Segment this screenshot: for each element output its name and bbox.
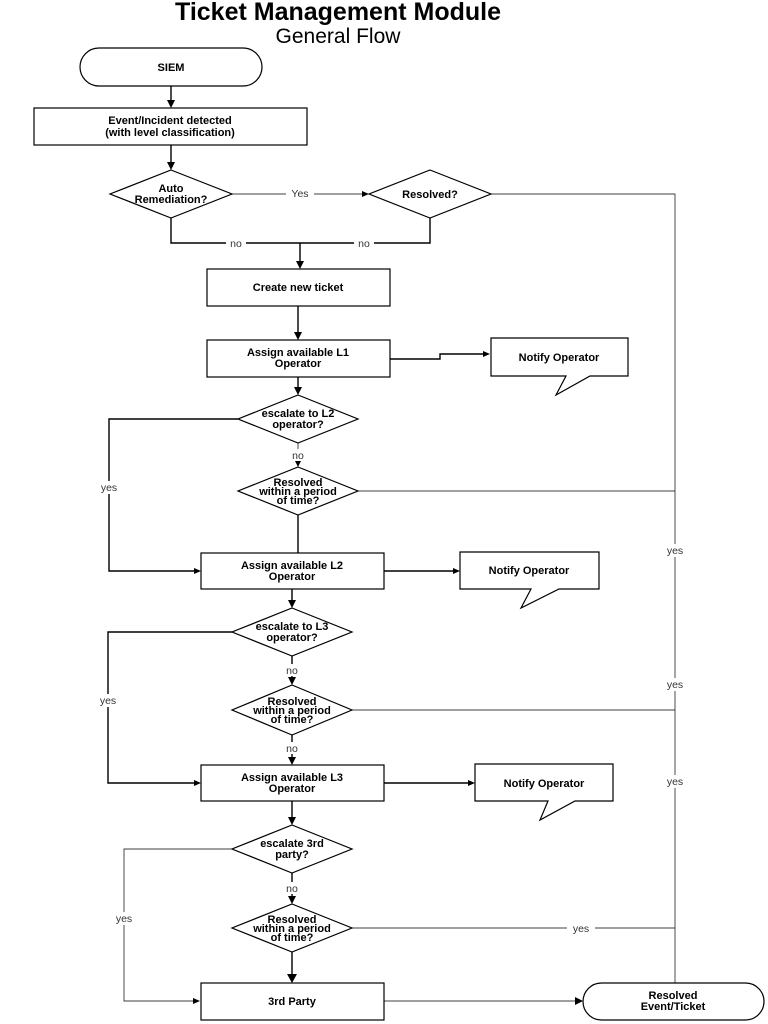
arrowhead bbox=[468, 780, 475, 786]
arrowhead bbox=[483, 351, 490, 357]
decision-escalate-l3: escalate to L3 operator? bbox=[230, 607, 354, 657]
arrowhead bbox=[288, 677, 296, 685]
edge-label-yes: yes bbox=[116, 913, 132, 925]
decision-escalate-3rd-party: escalate 3rd party? bbox=[230, 824, 354, 874]
node-label: Operator bbox=[269, 571, 316, 583]
callout-notify-operator-1: Notify Operator bbox=[490, 337, 629, 397]
node-siem: SIEM bbox=[79, 47, 263, 87]
node-create-ticket: Create new ticket bbox=[206, 268, 391, 307]
edge-label-yes: yes bbox=[101, 482, 117, 494]
arrowhead bbox=[287, 974, 297, 983]
decision-label: party? bbox=[275, 849, 309, 861]
decision-label: of time? bbox=[271, 714, 314, 726]
decision-label: of time? bbox=[271, 932, 314, 944]
edge-label-yes: yes bbox=[667, 776, 683, 788]
node-label: Assign available L2 bbox=[241, 560, 343, 572]
diagram-subtitle: General Flow bbox=[276, 25, 402, 48]
edge-resolved-yes-trunk bbox=[491, 193, 676, 1001]
decision-label: Auto bbox=[158, 183, 183, 195]
decision-escalate-l2: escalate to L2 operator? bbox=[236, 394, 360, 444]
callout-label: Notify Operator bbox=[519, 352, 600, 364]
node-event-label: Event/Incident detected bbox=[108, 115, 231, 127]
node-label: Operator bbox=[275, 358, 322, 370]
arrowhead bbox=[575, 997, 583, 1005]
decision-label: within a period bbox=[252, 923, 331, 935]
decision-label: within a period bbox=[258, 486, 337, 498]
decision-label: escalate to L3 bbox=[256, 621, 329, 633]
decision-resolved-period-1: Resolved within a period of time? bbox=[236, 466, 360, 516]
decision-label: of time? bbox=[277, 495, 320, 507]
arrowhead bbox=[294, 387, 302, 395]
edge-escl2-yes bbox=[108, 418, 238, 572]
decision-resolved-period-2: Resolved within a period of time? bbox=[230, 684, 354, 736]
decision-label: Resolved? bbox=[402, 189, 458, 201]
arrowhead bbox=[288, 757, 296, 765]
arrowhead bbox=[194, 780, 201, 786]
arrowhead bbox=[288, 600, 296, 608]
edge-escl3-yes bbox=[107, 631, 232, 784]
edge-label-yes: yes bbox=[667, 545, 683, 557]
decision-label: Resolved bbox=[268, 696, 317, 708]
arrowhead bbox=[288, 817, 296, 825]
decision-label: Resolved bbox=[274, 477, 323, 489]
edge-resolved-no bbox=[300, 218, 431, 244]
callout-notify-operator-2: Notify Operator bbox=[459, 551, 600, 610]
node-resolved-event-ticket: Resolved Event/Ticket bbox=[582, 982, 765, 1021]
edge-label-no: no bbox=[292, 450, 304, 462]
edge-label-no: no bbox=[286, 883, 298, 895]
edge-label-no: no bbox=[230, 238, 242, 250]
edge-label-yes: yes bbox=[667, 679, 683, 691]
node-event-sublabel: (with level classification) bbox=[105, 127, 235, 139]
decision-resolved: Resolved? bbox=[367, 169, 493, 219]
edge-label-no: no bbox=[286, 665, 298, 677]
terminal-label: Resolved bbox=[649, 990, 698, 1002]
decision-label: escalate 3rd bbox=[260, 838, 324, 850]
node-assign-l2: Assign available L2 Operator bbox=[200, 552, 385, 590]
node-assign-l1: Assign available L1 Operator bbox=[206, 339, 391, 378]
edge-label-yes: yes bbox=[100, 695, 116, 707]
edge-label-yes: yes bbox=[573, 923, 589, 935]
decision-auto-remediation: Auto Remediation? bbox=[108, 169, 234, 219]
node-label: Assign available L1 bbox=[247, 347, 349, 359]
edge-label-yes: Yes bbox=[291, 188, 308, 200]
decision-label: Remediation? bbox=[135, 194, 208, 206]
decision-label: operator? bbox=[272, 419, 324, 431]
terminal-label: Event/Ticket bbox=[641, 1001, 706, 1013]
arrowhead bbox=[453, 568, 460, 574]
node-label: 3rd Party bbox=[268, 996, 317, 1008]
node-create-label: Create new ticket bbox=[253, 282, 344, 294]
connectors bbox=[107, 86, 679, 1007]
arrowhead bbox=[362, 191, 369, 197]
node-third-party: 3rd Party bbox=[200, 982, 385, 1021]
arrowhead bbox=[294, 332, 302, 340]
arrowhead bbox=[296, 261, 304, 269]
node-assign-l3: Assign available L3 Operator bbox=[200, 764, 385, 802]
edge-label-no: no bbox=[286, 743, 298, 755]
edge-label-no: no bbox=[358, 238, 370, 250]
arrowhead bbox=[167, 100, 175, 108]
edge-labels: Yes no no no yes yes no yes yes no yes n… bbox=[94, 187, 689, 935]
decision-label: Resolved bbox=[268, 914, 317, 926]
edge-auto-no bbox=[170, 218, 300, 244]
edge-l1-notify bbox=[390, 353, 485, 360]
decision-label: operator? bbox=[266, 632, 318, 644]
callout-label: Notify Operator bbox=[489, 565, 570, 577]
decision-label: within a period bbox=[252, 705, 331, 717]
decision-resolved-period-3: Resolved within a period of time? bbox=[230, 903, 354, 953]
node-event-detected: Event/Incident detected (with level clas… bbox=[33, 107, 308, 146]
node-siem-label: SIEM bbox=[158, 62, 185, 74]
edge-esc3rd-yes bbox=[123, 848, 232, 1002]
decision-label: escalate to L2 bbox=[262, 408, 335, 420]
callout-notify-operator-3: Notify Operator bbox=[474, 763, 614, 822]
arrowhead bbox=[288, 896, 296, 904]
diagram-title: Ticket Management Module bbox=[175, 0, 501, 26]
node-label: Assign available L3 bbox=[241, 772, 343, 784]
arrowhead bbox=[194, 568, 201, 574]
node-label: Operator bbox=[269, 783, 316, 795]
arrowhead bbox=[167, 162, 175, 170]
callout-label: Notify Operator bbox=[504, 778, 585, 790]
arrowhead bbox=[193, 998, 200, 1004]
